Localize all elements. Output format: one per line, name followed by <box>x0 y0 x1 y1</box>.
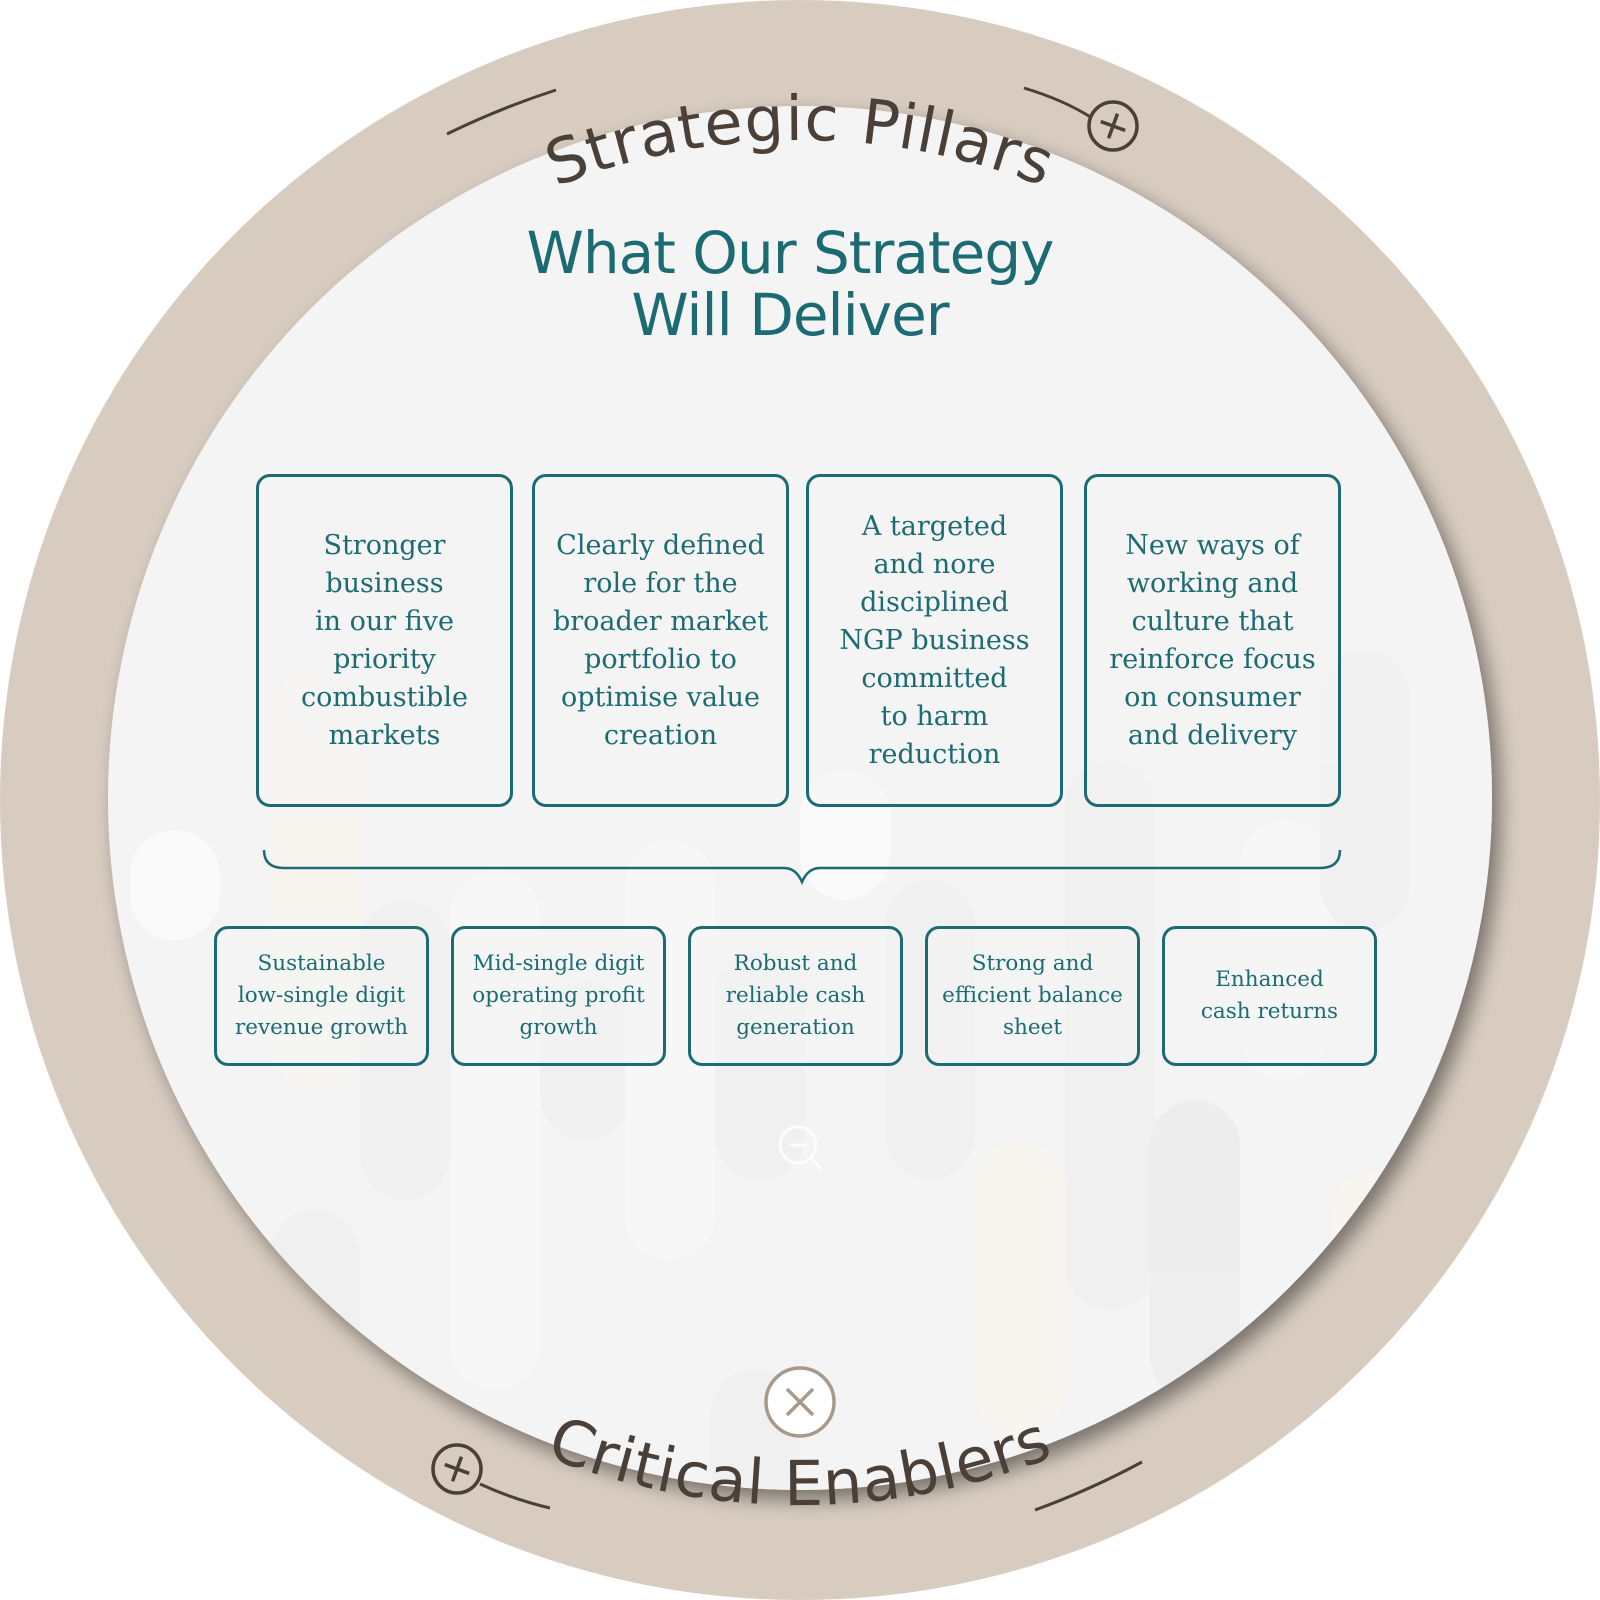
outcome-box-1[interactable]: Sustainable low-single digit revenue gro… <box>214 926 429 1066</box>
title-line-1: What Our Strategy <box>526 219 1054 287</box>
top-right-rule <box>1023 86 1093 120</box>
outcome-box-5[interactable]: Enhanced cash returns <box>1162 926 1377 1066</box>
outcome-text: Enhanced cash returns <box>1200 967 1339 1024</box>
pillar-text: A targeted and nore disciplined NGP busi… <box>839 510 1030 770</box>
bottom-left-rule <box>479 1482 551 1510</box>
zoom-out-icon[interactable] <box>778 1125 824 1172</box>
outcome-text: Mid-single digit operating profit growth <box>472 951 645 1040</box>
pillar-text: Stronger business in our five priority c… <box>301 529 468 751</box>
connector-brace <box>262 849 1342 886</box>
outcome-text: Sustainable low-single digit revenue gro… <box>235 951 408 1040</box>
plus-circle-icon[interactable] <box>431 1443 483 1495</box>
outcome-box-4[interactable]: Strong and efficient balance sheet <box>925 926 1140 1066</box>
pillar-box-2[interactable]: Clearly defined role for the broader mar… <box>532 474 789 807</box>
outcome-text: Strong and efficient balance sheet <box>942 951 1123 1040</box>
outcome-text: Robust and reliable cash generation <box>725 951 866 1040</box>
pillar-box-3[interactable]: A targeted and nore disciplined NGP busi… <box>806 474 1063 807</box>
pillar-box-4[interactable]: New ways of working and culture that rei… <box>1084 474 1341 807</box>
pillar-text: Clearly defined role for the broader mar… <box>552 529 769 751</box>
outcome-box-2[interactable]: Mid-single digit operating profit growth <box>451 926 666 1066</box>
pillar-text: New ways of working and culture that rei… <box>1109 529 1316 751</box>
top-left-rule <box>446 88 557 136</box>
title-line-2: Will Deliver <box>631 281 949 349</box>
close-circle-icon[interactable] <box>764 1366 836 1438</box>
bottom-right-rule <box>1034 1460 1143 1512</box>
outcome-box-3[interactable]: Robust and reliable cash generation <box>688 926 903 1066</box>
plus-circle-icon[interactable] <box>1087 100 1139 152</box>
pillar-box-1[interactable]: Stronger business in our five priority c… <box>256 474 513 807</box>
page-title: What Our Strategy Will Deliver <box>450 222 1130 346</box>
